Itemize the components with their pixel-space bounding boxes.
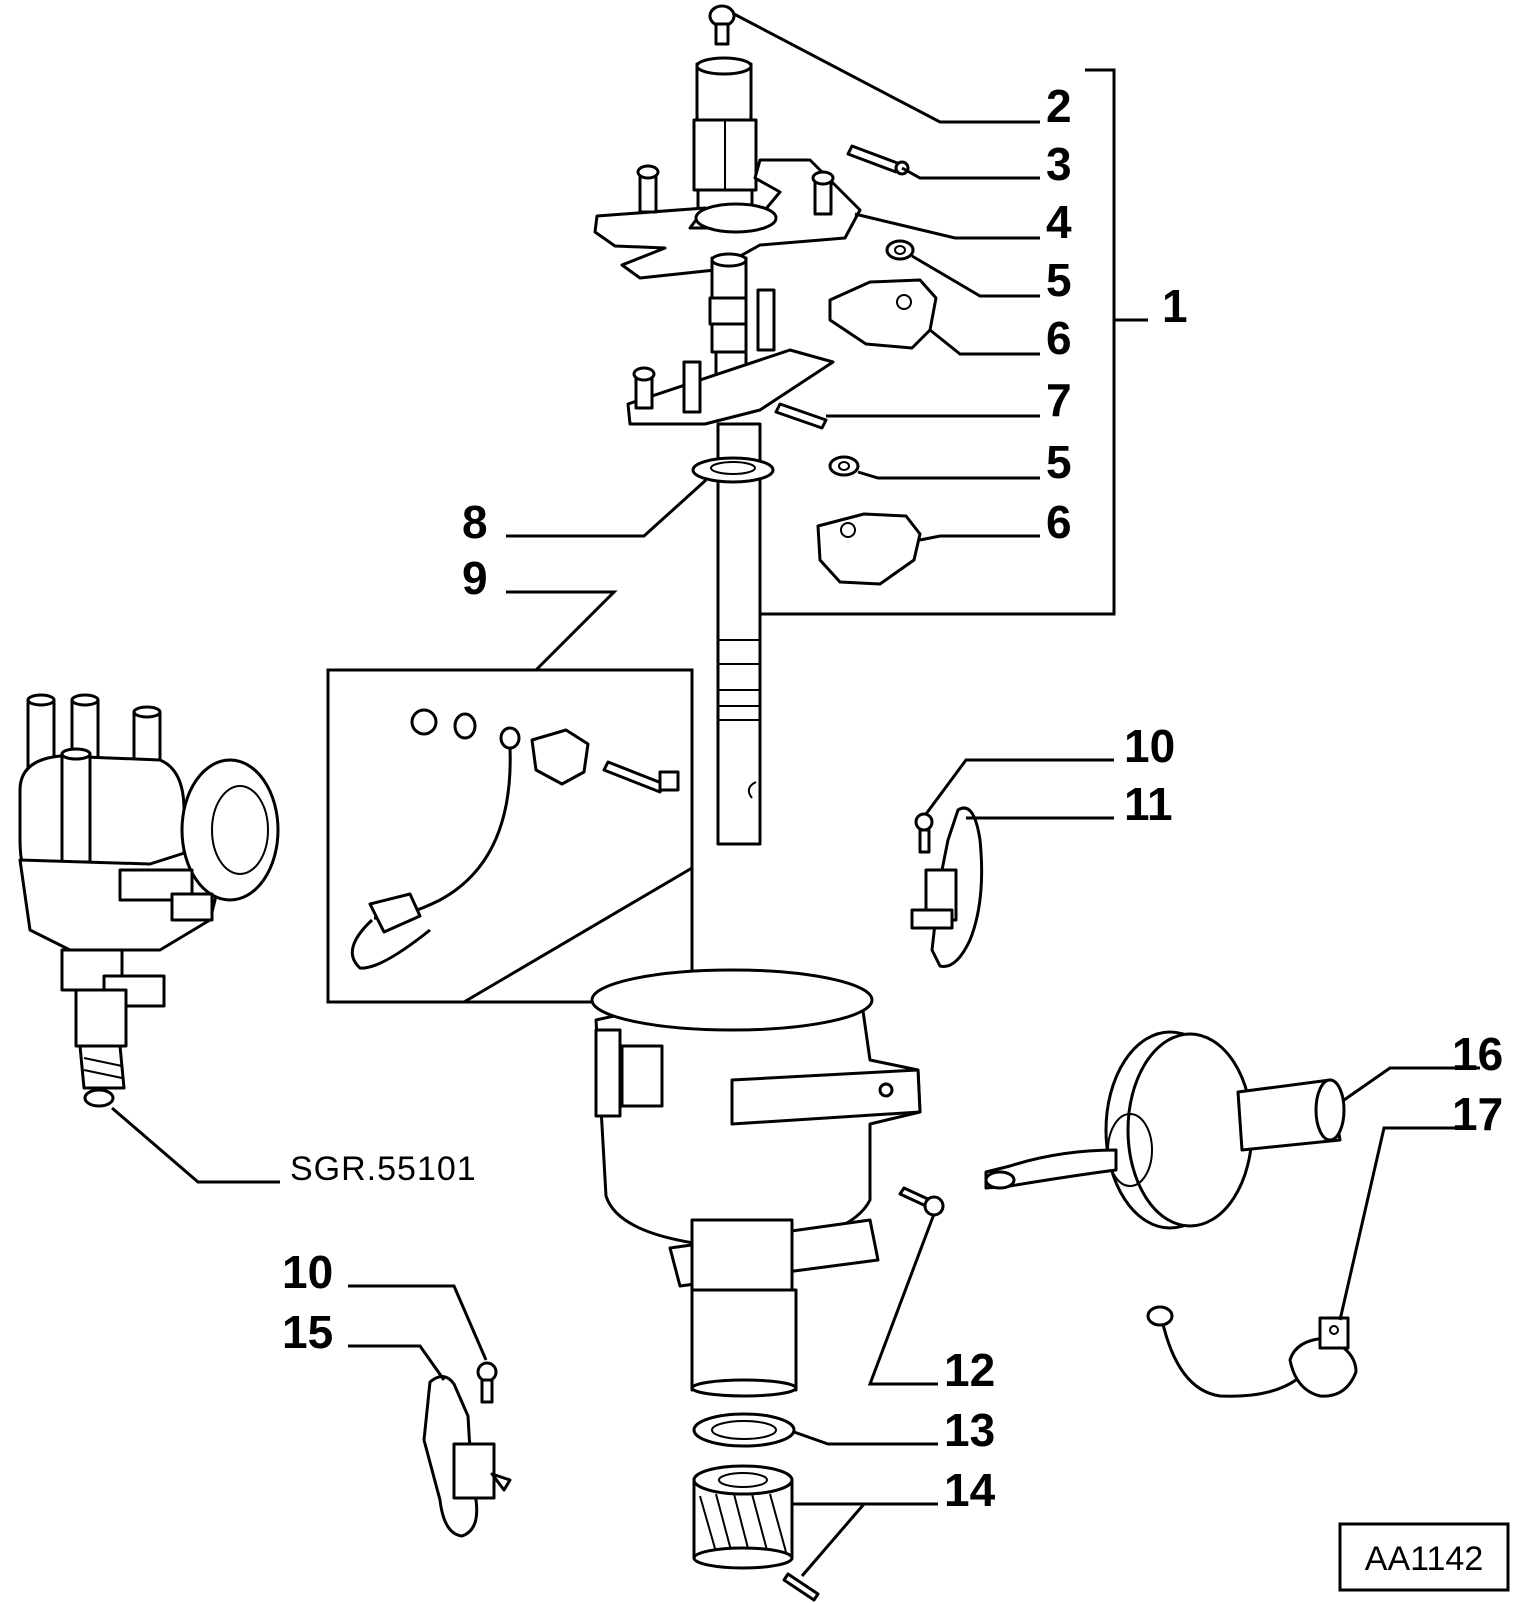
callout-2: 2 bbox=[1046, 80, 1072, 132]
callout-6-lower: 6 bbox=[1046, 496, 1072, 548]
distributor-housing bbox=[590, 968, 922, 1398]
callout-7: 7 bbox=[1046, 374, 1072, 426]
callout-14: 14 bbox=[944, 1464, 996, 1516]
screw-part-12 bbox=[898, 1186, 945, 1217]
spring-part-7 bbox=[774, 402, 828, 430]
callout-10-upper: 10 bbox=[1124, 720, 1175, 772]
vacuum-advance-unit-part-16 bbox=[984, 1030, 1346, 1230]
washer-part-5-upper bbox=[885, 239, 915, 261]
weight-carrier-plate bbox=[626, 348, 835, 426]
leader-lines bbox=[111, 12, 1480, 1577]
callout-16: 16 bbox=[1452, 1028, 1503, 1080]
counterweight-part-6-upper bbox=[828, 278, 938, 350]
wiring-kit-part-9 bbox=[326, 668, 694, 1004]
callout-13: 13 bbox=[944, 1404, 995, 1456]
breaker-plate-part-4 bbox=[593, 158, 862, 280]
drive-gear-part-14 bbox=[692, 1464, 820, 1602]
callout-10-lower: 10 bbox=[282, 1246, 333, 1298]
callout-5-lower: 5 bbox=[1046, 436, 1072, 488]
callout-3: 3 bbox=[1046, 138, 1072, 190]
distributor-shaft bbox=[716, 422, 762, 846]
cam-shaft-upper bbox=[692, 56, 758, 220]
callout-5-upper: 5 bbox=[1046, 254, 1072, 306]
callout-17: 17 bbox=[1452, 1088, 1503, 1140]
ring-part-8 bbox=[691, 456, 775, 484]
callout-1: 1 bbox=[1162, 280, 1188, 332]
washer-part-5-lower bbox=[828, 455, 860, 477]
spring-part-3 bbox=[846, 144, 910, 176]
figure-code: AA1142 bbox=[1365, 1540, 1483, 1578]
callout-6-upper: 6 bbox=[1046, 312, 1072, 364]
cam-shaft-middle bbox=[708, 252, 776, 390]
reference-label: SGR.55101 bbox=[290, 1150, 477, 1188]
callout-11: 11 bbox=[1124, 778, 1173, 830]
callout-12: 12 bbox=[944, 1344, 995, 1396]
condenser-part-17 bbox=[1146, 1305, 1358, 1398]
callout-9: 9 bbox=[462, 552, 488, 604]
screw-part-2 bbox=[708, 4, 736, 46]
callout-15: 15 bbox=[282, 1306, 333, 1358]
clip-part-11 bbox=[910, 806, 984, 968]
ring-part-13 bbox=[692, 1412, 796, 1448]
figure-code-box: AA1142 bbox=[1338, 1522, 1510, 1592]
callout-8: 8 bbox=[462, 496, 488, 548]
assembled-distributor bbox=[18, 693, 280, 1108]
clip-part-15 bbox=[422, 1361, 512, 1538]
callout-4: 4 bbox=[1046, 196, 1072, 248]
counterweight-part-6-lower bbox=[816, 512, 922, 586]
